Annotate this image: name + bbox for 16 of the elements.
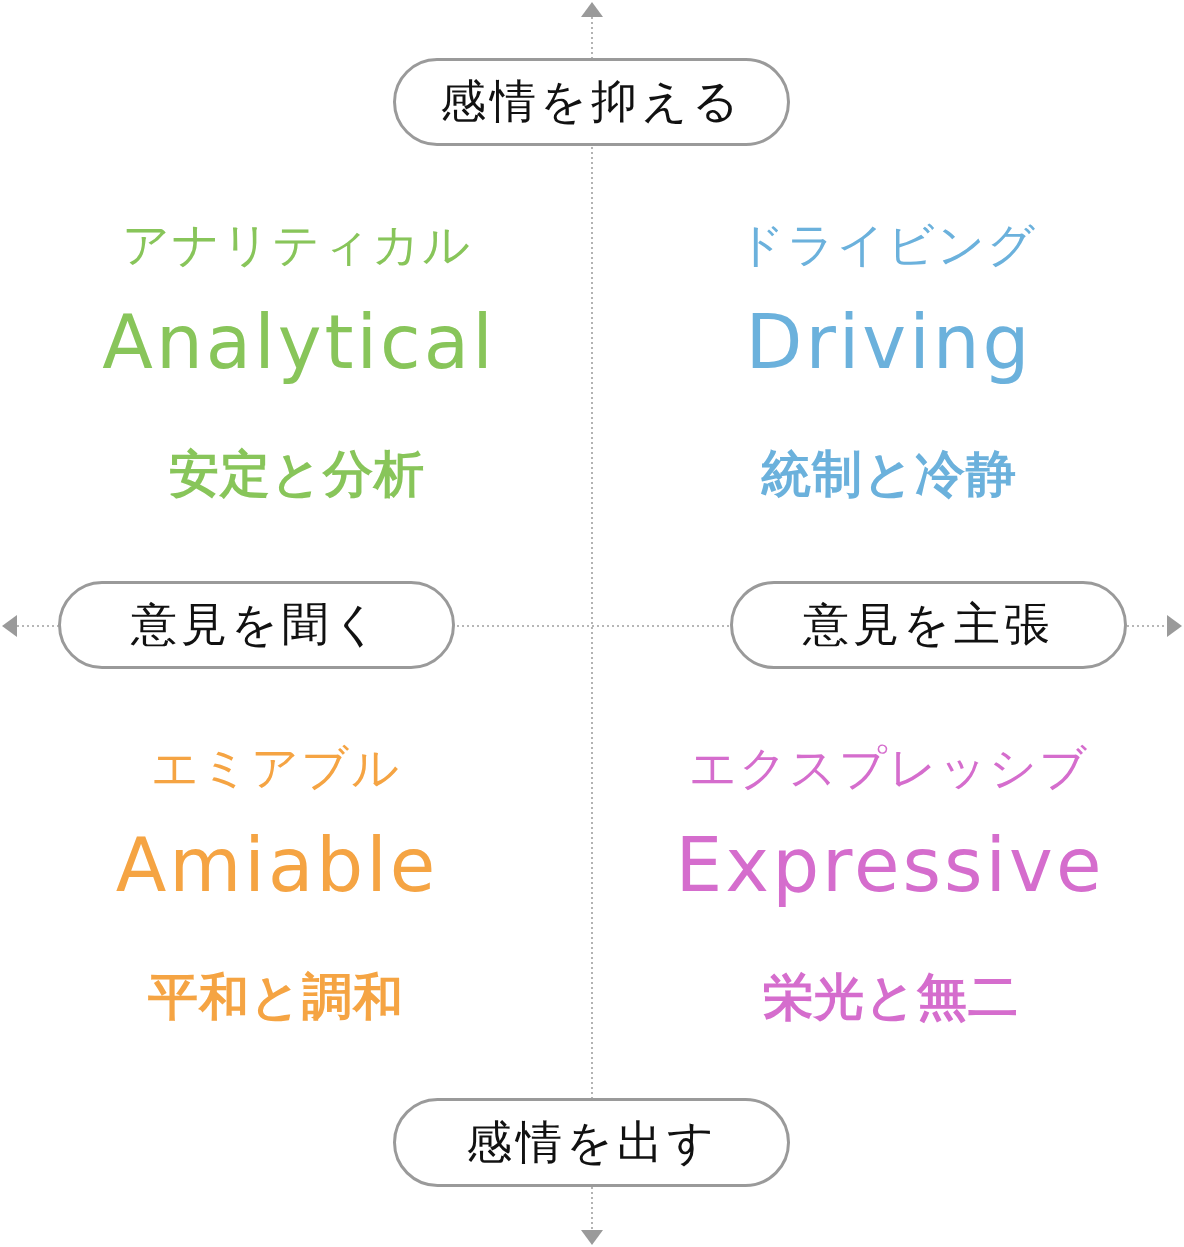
pill-box: 意見を聞く [58,581,455,669]
style-name: Analytical [102,302,496,384]
style-name: Driving [745,302,1033,384]
style-keyword: 安定と分析 [169,446,425,502]
pill-box: 感情を抑える [393,58,790,146]
style-keyword: 栄光と無二 [763,969,1019,1025]
style-name-katakana: エミアブル [151,742,401,794]
style-keyword: 平和と調和 [148,969,404,1025]
style-name: Amiable [115,825,439,907]
pill-box: 意見を主張 [730,581,1127,669]
style-name-katakana: アナリティカル [122,219,472,271]
style-keyword: 統制と冷静 [761,446,1017,502]
style-name-katakana: エクスプレッシブ [689,742,1089,794]
pill-box: 感情を出す [393,1098,790,1187]
style-name-katakana: ドライビング [737,219,1037,271]
style-name: Expressive [675,825,1105,907]
